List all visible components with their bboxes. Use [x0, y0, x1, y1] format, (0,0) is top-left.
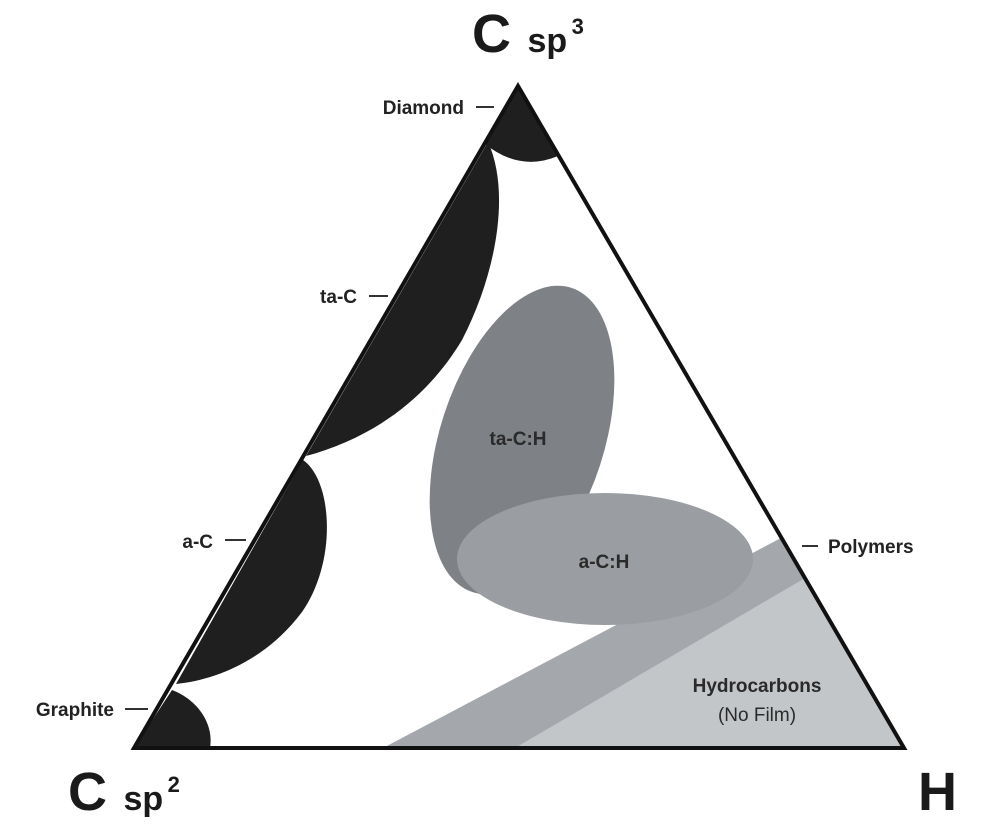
diamond-region: [485, 86, 558, 162]
hydrocarbons-note: (No Film): [718, 705, 796, 726]
hydrocarbons-region: [515, 578, 904, 748]
vertex-top-label: C sp 3: [472, 4, 584, 64]
a-c-h-label: a-C:H: [579, 552, 630, 573]
polymers-label: Polymers: [828, 537, 914, 558]
ta-c-h-label: ta-C:H: [490, 429, 547, 450]
ta-c-region: [306, 142, 500, 456]
vertex-left-label: C sp 2: [68, 762, 180, 822]
hydrocarbons-label: Hydrocarbons: [693, 676, 822, 697]
vertex-right-label: H: [918, 762, 957, 822]
a-c-label: a-C: [182, 532, 213, 553]
a-c-region: [176, 460, 327, 684]
graphite-label: Graphite: [36, 700, 114, 721]
ta-c-label: ta-C: [320, 287, 357, 308]
diamond-label: Diamond: [383, 98, 464, 119]
a-c-h-region: [457, 493, 753, 625]
triangle-outline: [130, 82, 908, 750]
graphite-region: [134, 690, 211, 748]
